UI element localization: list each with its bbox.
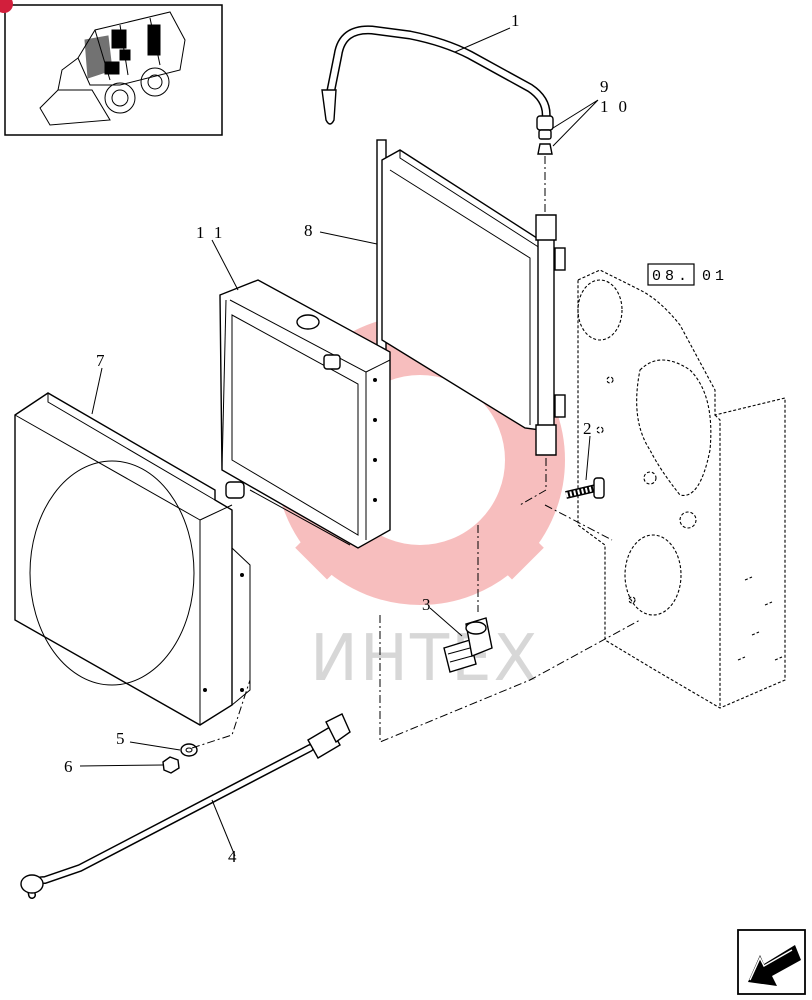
skid-steer-loader-icon <box>39 11 186 126</box>
part-5-washer <box>180 743 198 757</box>
callout-8: 8 <box>304 221 313 240</box>
leader-lines <box>79 27 599 857</box>
reference-page-label: 08. <box>652 268 691 285</box>
reference-sub-label: 01 <box>702 268 728 285</box>
callout-4: 4 <box>228 847 237 866</box>
callout-1: 1 <box>511 11 520 30</box>
callout-6: 6 <box>64 757 73 776</box>
corner-marker-icon <box>0 0 13 13</box>
part-1-upper-tube <box>321 25 554 131</box>
previous-page-nav[interactable] <box>737 929 806 995</box>
callout-labels: 1 2 3 4 5 6 7 8 9 10 11 <box>64 11 637 866</box>
part-8-oil-cooler <box>376 139 566 456</box>
reference-box: 08. 01 <box>647 263 728 286</box>
part-9-fitting <box>538 129 552 140</box>
engine-mounting-plate <box>577 269 786 709</box>
callout-2: 2 <box>583 419 592 438</box>
part-4-lower-hose <box>20 713 351 899</box>
callout-10: 10 <box>600 97 637 116</box>
callout-5: 5 <box>116 729 125 748</box>
part-6-nut <box>162 756 180 774</box>
loader-thumbnail <box>0 0 223 136</box>
callout-7: 7 <box>96 351 105 370</box>
part-2-bolt <box>565 477 605 499</box>
part-3-elbow-fitting <box>443 617 493 673</box>
part-7-fan-shroud <box>14 392 251 726</box>
part-11-radiator <box>219 279 391 549</box>
callout-9: 9 <box>600 77 609 96</box>
callout-11: 11 <box>196 223 232 242</box>
watermark-text: ИНТЕХ <box>310 622 539 696</box>
back-arrow-icon <box>748 945 801 986</box>
part-10-fitting <box>537 143 553 155</box>
callout-3: 3 <box>422 595 431 614</box>
